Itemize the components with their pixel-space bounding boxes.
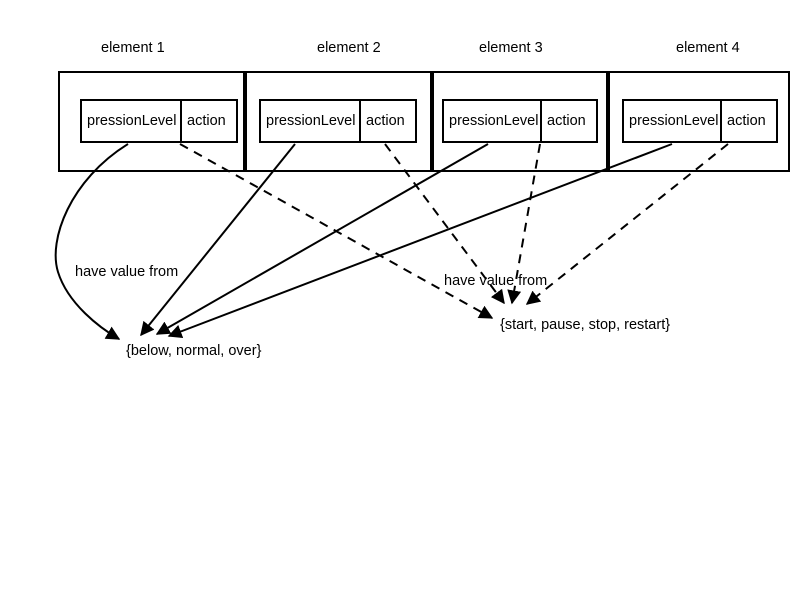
attr-action-2: action: [366, 112, 405, 129]
element-box-3[interactable]: [432, 71, 608, 172]
element-caption-1: element 1: [101, 40, 165, 56]
enum-pression-levels[interactable]: {below, normal, over}: [126, 343, 262, 359]
edge-dashed-element-4: [525, 143, 729, 305]
edge-label-right: have value from: [444, 273, 548, 289]
attr-table-element-1[interactable]: pressionLevel action: [80, 99, 238, 143]
edge-solid-element-1: [54, 143, 129, 340]
attr-pression-level-2: pressionLevel: [261, 101, 361, 141]
element-box-1[interactable]: [58, 71, 245, 172]
edge-dashed-element-3: [507, 143, 541, 305]
element-box-4[interactable]: [608, 71, 790, 172]
attr-pression-level-4: pressionLevel: [624, 101, 722, 141]
attr-table-element-2[interactable]: pressionLevel action: [259, 99, 417, 143]
attr-pression-level-3: pressionLevel: [444, 101, 542, 141]
edge-solid-element-4: [167, 143, 673, 339]
attr-table-element-4[interactable]: pressionLevel action: [622, 99, 778, 143]
attr-action-4: action: [727, 112, 766, 129]
edge-solid-element-3: [155, 143, 489, 335]
edge-dashed-element-1: [179, 143, 494, 319]
attr-pression-level-1: pressionLevel: [82, 101, 182, 141]
element-caption-2: element 2: [317, 40, 381, 56]
attr-table-element-3[interactable]: pressionLevel action: [442, 99, 598, 143]
enum-actions[interactable]: {start, pause, stop, restart}: [500, 317, 671, 333]
element-box-2[interactable]: [245, 71, 432, 172]
attr-action-3: action: [547, 112, 586, 129]
edge-solid-element-2: [140, 143, 296, 337]
attr-action-1: action: [187, 112, 226, 129]
element-caption-4: element 4: [676, 40, 740, 56]
element-caption-3: element 3: [479, 40, 543, 56]
edge-label-left: have value from: [75, 264, 179, 280]
